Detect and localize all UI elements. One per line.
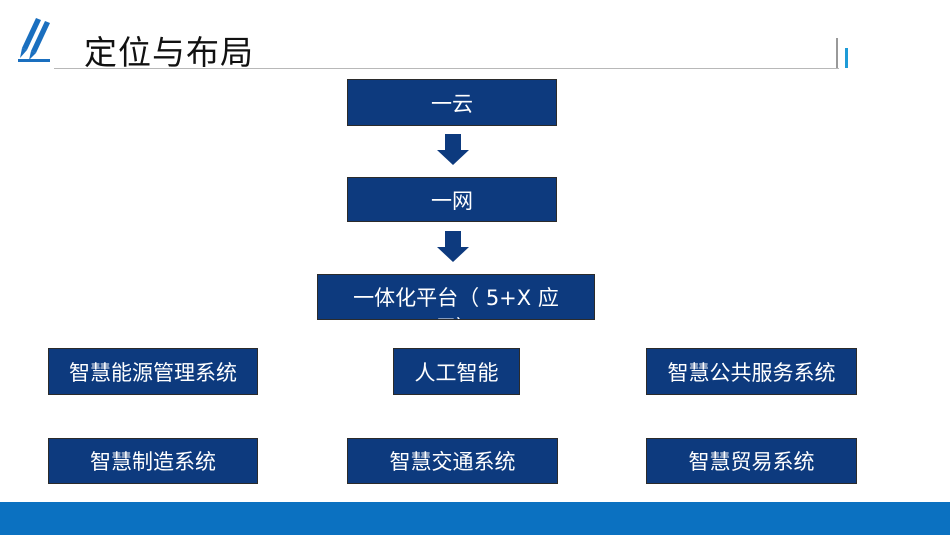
title-divider [54,68,839,69]
down-arrow-icon [437,231,469,262]
page-title: 定位与布局 [84,33,254,72]
network-box: 一网 [347,177,557,222]
public-service-system-box: 智慧公共服务系统 [646,348,857,395]
footer-bar [0,502,950,535]
energy-system-box: 智慧能源管理系统 [48,348,258,395]
cloud-box: 一云 [347,79,557,126]
transport-system-box: 智慧交通系统 [347,438,558,484]
trade-system-box: 智慧贸易系统 [646,438,857,484]
ai-box: 人工智能 [393,348,520,395]
pencil-icon [18,18,50,62]
corner-mark-blue [845,48,848,68]
platform-box: 一体化平台（ 5+X 应用） [317,274,595,320]
corner-mark-grey [836,38,838,68]
manufacturing-system-box: 智慧制造系统 [48,438,258,484]
down-arrow-icon [437,134,469,165]
